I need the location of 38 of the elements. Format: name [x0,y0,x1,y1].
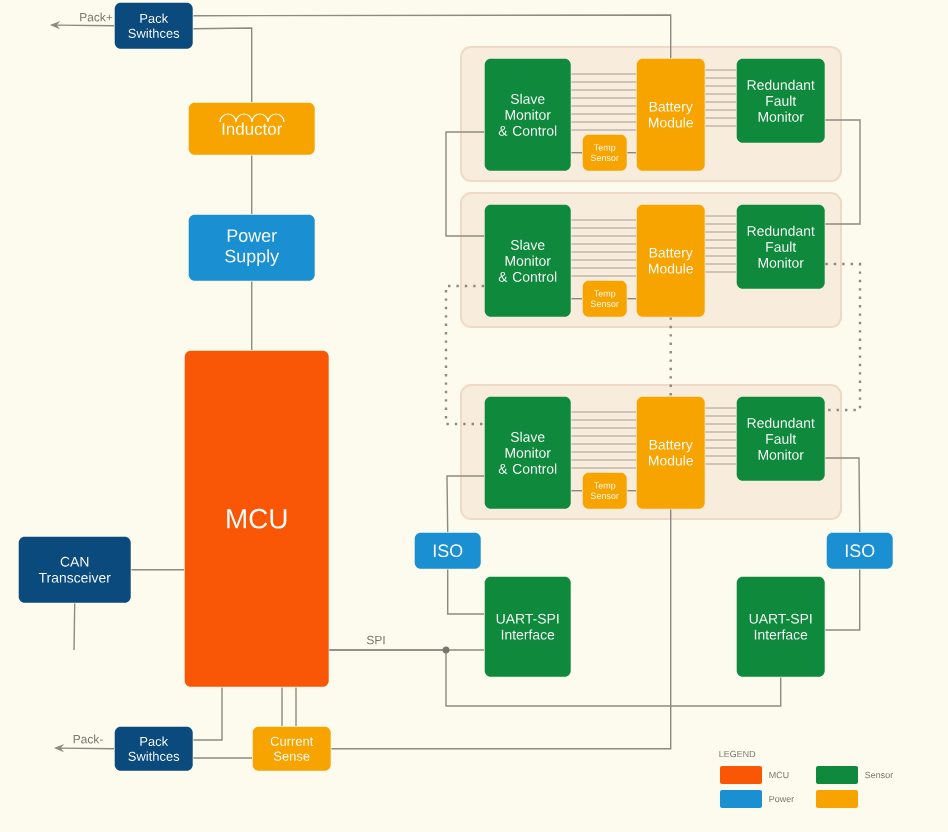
connector [445,131,485,237]
connector [824,568,861,631]
wire-bundle [705,69,737,127]
wire-bundle [705,215,737,273]
connector [669,317,672,396]
connector [447,568,485,615]
connector [192,686,223,741]
connector [626,490,637,492]
connector [295,686,297,727]
mcu-box: MCU [184,350,329,687]
connector [192,14,672,59]
connector [570,490,583,492]
isolator-box: ISO [826,532,893,569]
connector [626,298,637,300]
wire-bundle [571,219,637,277]
connector [446,475,485,533]
connector [251,154,253,215]
connector [192,757,253,759]
connector [73,602,76,651]
connector [328,649,782,707]
inductor-box: Inductor [188,102,315,155]
power-supply-box: Power Supply [188,214,315,281]
connector [192,27,253,103]
connector [626,152,637,154]
wire-bundle [705,407,737,465]
connector [251,280,253,351]
connector [281,686,283,727]
wire-bundle [571,411,637,469]
wire-bundle [571,73,637,131]
connector [825,262,862,412]
connector [570,298,583,300]
isolator-box: ISO [414,532,481,569]
connector [824,119,861,225]
connector [330,508,672,750]
connector [570,152,583,154]
connector [444,284,484,426]
connector [130,569,185,571]
connector [824,457,861,533]
